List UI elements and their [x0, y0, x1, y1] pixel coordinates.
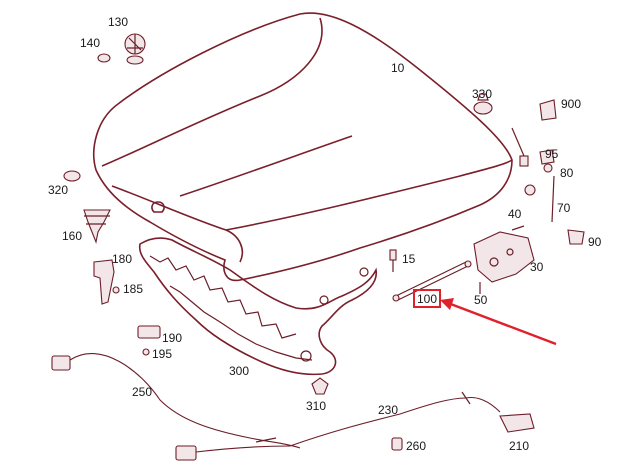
callout-330: 330 — [472, 87, 492, 101]
callout-210: 210 — [509, 439, 529, 453]
callout-40: 40 — [508, 207, 522, 221]
emblem-assembly — [97, 33, 146, 65]
callout-190: 190 — [162, 331, 182, 345]
callout-260: 260 — [406, 439, 426, 453]
release-handle-210 — [499, 413, 535, 433]
release-cable-230 — [289, 391, 501, 447]
callout-70: 70 — [557, 201, 571, 215]
clip-310 — [311, 377, 329, 395]
release-cable-250 — [51, 353, 301, 461]
callout-160: 160 — [62, 229, 82, 243]
callout-10: 10 — [391, 61, 405, 75]
contact-switch — [137, 325, 161, 356]
hood-panel — [93, 12, 513, 282]
grommet-320 — [63, 170, 81, 182]
callout-180: 180 — [112, 252, 132, 266]
gas-strut-100 — [392, 260, 472, 302]
callout-130: 130 — [108, 15, 128, 29]
callout-50: 50 — [474, 293, 488, 307]
bolt-15 — [389, 249, 397, 272]
callout-95: 95 — [545, 147, 559, 161]
hood-insulation — [138, 237, 377, 376]
highlight-box — [413, 289, 441, 308]
callout-310: 310 — [306, 399, 326, 413]
callout-900: 900 — [561, 97, 581, 111]
rubber-bump-stop — [83, 209, 111, 244]
callout-250: 250 — [132, 385, 152, 399]
grommet-330 — [473, 93, 493, 115]
callout-90: 90 — [588, 235, 602, 249]
callout-140: 140 — [80, 36, 100, 50]
bracket-180 — [93, 259, 120, 305]
callout-30: 30 — [530, 260, 544, 274]
callout-320: 320 — [48, 183, 68, 197]
callout-185: 185 — [123, 282, 143, 296]
callout-300: 300 — [229, 364, 249, 378]
callout-15: 15 — [402, 252, 416, 266]
callout-80: 80 — [560, 166, 574, 180]
highlight-arrow — [440, 298, 557, 346]
callout-230: 230 — [378, 403, 398, 417]
latch-parts — [511, 99, 585, 245]
hood-hinge — [473, 231, 535, 294]
callout-100: 100 — [417, 292, 437, 306]
callout-195: 195 — [152, 347, 172, 361]
clip-260 — [391, 437, 403, 451]
